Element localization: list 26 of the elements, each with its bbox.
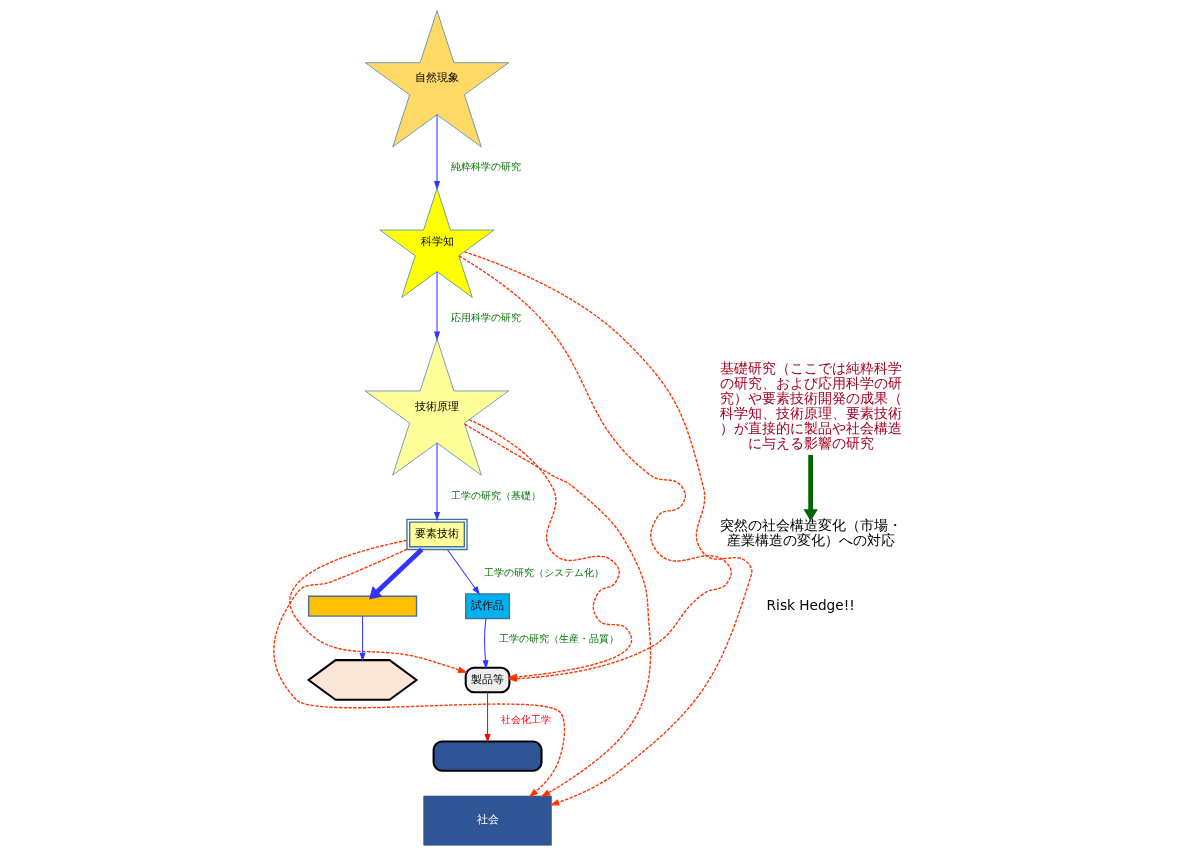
arrow	[368, 547, 423, 600]
node-text: 突然の社会構造変化（市場・産業構造の変化）への対応	[719, 517, 902, 549]
edge-label: 工学の研究（生産・品質）	[498, 632, 619, 645]
edge-label: 工学の研究（システム化）	[483, 565, 604, 578]
arrow	[802, 455, 818, 522]
edge-label: 応用科学の研究	[450, 310, 521, 323]
arrow	[433, 114, 440, 190]
edge-label: 純粋科学の研究	[450, 160, 521, 173]
arrow	[433, 442, 440, 521]
node-hexagon	[306, 659, 418, 701]
node-capsule	[432, 740, 543, 772]
arrow	[481, 618, 489, 670]
edge-label: 社会化工学	[500, 713, 551, 726]
edge-label: 工学の研究（基礎）	[450, 488, 541, 501]
arrow	[288, 539, 467, 673]
arrow	[433, 271, 440, 341]
node-box: 試作品	[464, 593, 510, 620]
arrow	[358, 615, 366, 662]
arrow	[446, 549, 480, 595]
label: Risk Hedge!!	[766, 596, 855, 613]
node-bar	[307, 595, 417, 617]
arrow	[272, 548, 565, 798]
node-box: 社会	[422, 795, 552, 846]
node-text: 基礎研究（ここでは純粋科学の研究、および応用科学の研究）や要素技術開発の成果（科学知、技術原理、要素技術）が直接的に製品や社会構造に与える影響の研究	[719, 359, 902, 451]
node-box: 製品等	[464, 666, 510, 694]
arrow	[483, 691, 491, 743]
